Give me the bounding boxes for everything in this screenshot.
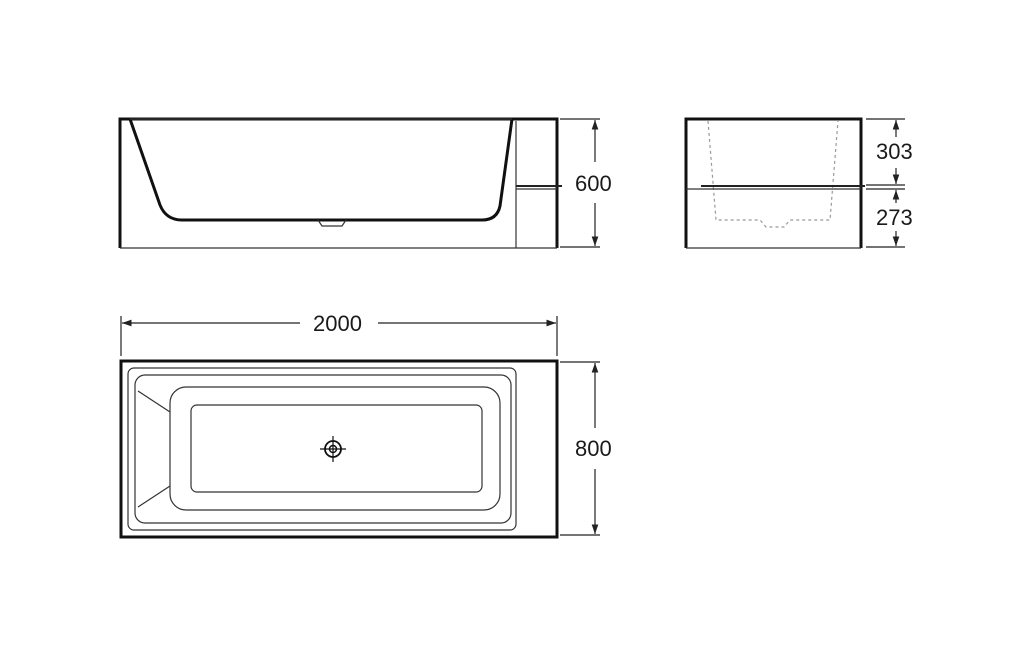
front-outline	[118, 117, 559, 248]
lower-height-label: 273	[876, 205, 913, 230]
plan-view: 2000 800	[119, 311, 612, 539]
length-dimension-label: 2000	[313, 311, 362, 336]
plan-rim	[127, 367, 517, 531]
drain-icon	[320, 436, 346, 462]
front-basin-profile	[128, 118, 514, 222]
plan-basin-outer	[169, 386, 501, 511]
backrest-line-top	[137, 390, 171, 413]
front-drain	[317, 219, 347, 227]
plan-outline	[119, 359, 559, 539]
upper-height-label: 303	[876, 139, 913, 164]
front-elevation-view: 600	[118, 117, 612, 249]
height-dimension-label: 600	[575, 171, 612, 196]
side-outline	[684, 117, 863, 248]
side-hidden-basin	[707, 120, 839, 228]
plan-rim-inner	[134, 374, 512, 524]
backrest-line-bottom	[137, 485, 171, 508]
plan-basin-inner	[190, 404, 483, 493]
side-elevation-view: 303 273	[684, 117, 913, 249]
width-dimension-label: 800	[575, 436, 612, 461]
